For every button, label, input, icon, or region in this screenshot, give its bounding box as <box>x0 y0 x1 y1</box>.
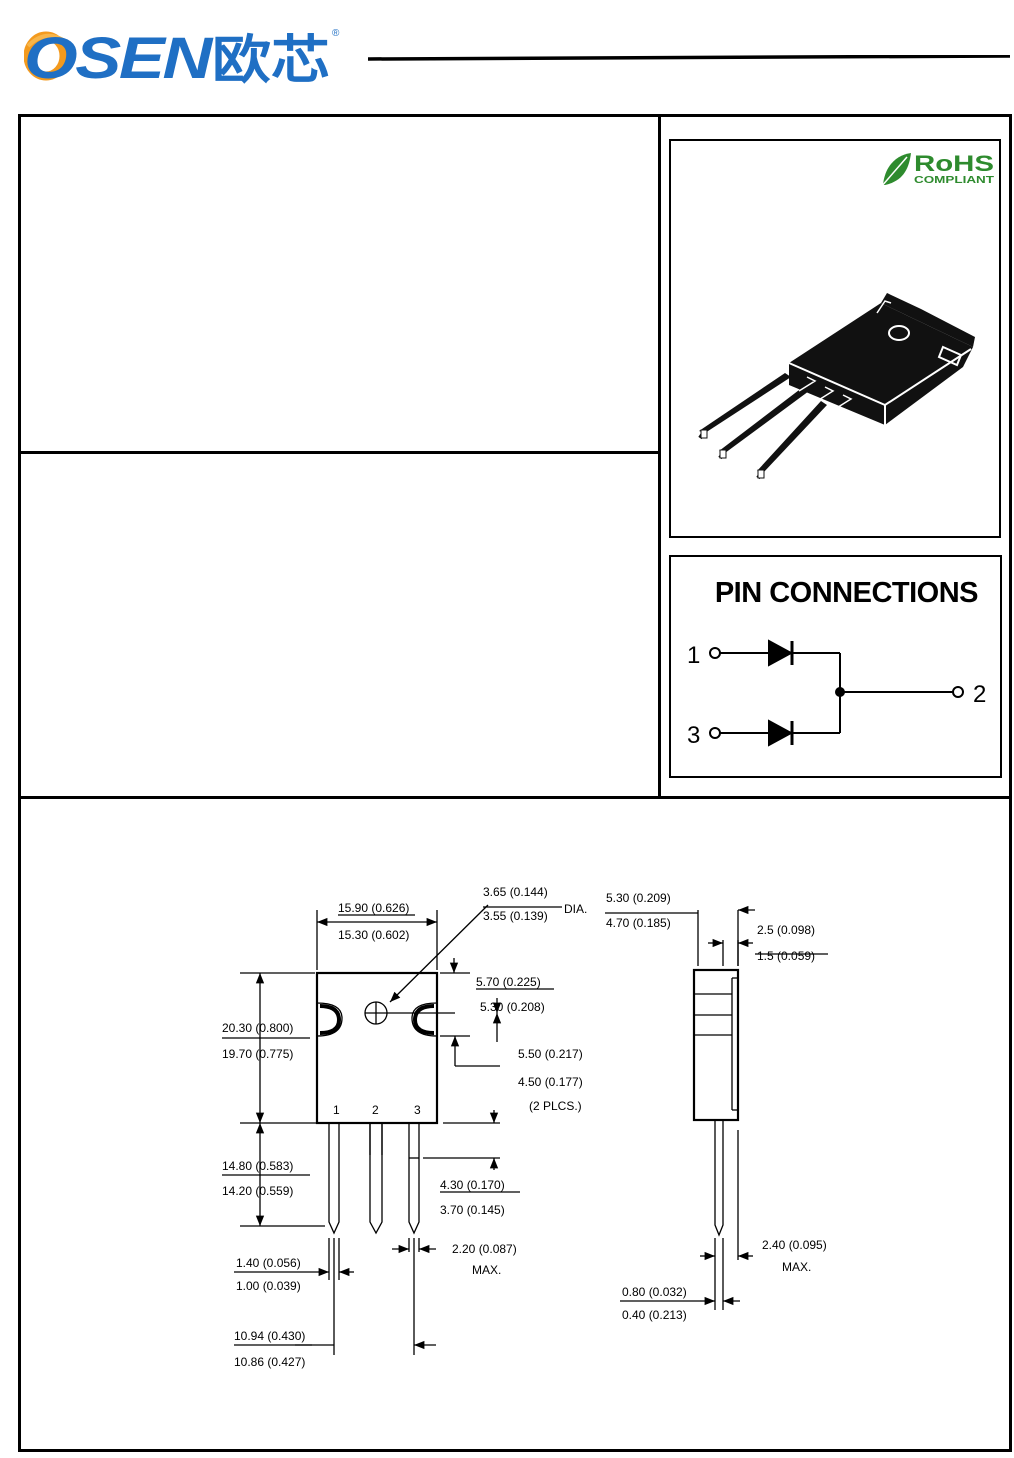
dim-notch-max: 5.50 (0.217) <box>518 1047 583 1061</box>
dim-hole-dia-min: 3.55 (0.139) <box>483 909 548 923</box>
dim-lead-offset-note: MAX. <box>782 1260 811 1274</box>
dim-lead-thick-min: 0.40 (0.213) <box>622 1308 687 1322</box>
dim-notch-min: 4.50 (0.177) <box>518 1075 583 1089</box>
features-panel <box>21 117 658 451</box>
pin-2-label: 2 <box>973 681 986 708</box>
logo-cjk-text: 欧芯 <box>212 31 330 86</box>
rohs-subtitle: COMPLIANT <box>914 175 994 186</box>
logo-registered-mark: ® <box>332 28 340 39</box>
dim-thickness-min: 4.70 (0.185) <box>606 916 671 930</box>
section-divider-lower <box>18 796 1012 799</box>
page-frame <box>18 114 1012 1452</box>
dim-lead-thick-max: 0.80 (0.032) <box>622 1285 687 1299</box>
diode-1-icon <box>768 639 794 667</box>
dim-lead-length-max: 14.80 (0.583) <box>222 1159 293 1173</box>
column-divider <box>658 114 661 798</box>
dim-hole-dia-suffix: DIA. <box>564 902 587 916</box>
dim-hole-offset-min: 5.30 (0.208) <box>480 1000 545 1014</box>
description-panel <box>21 454 658 796</box>
dim-shoulder-max: 4.30 (0.170) <box>440 1178 505 1192</box>
package-outline-drawing: 15.90 (0.626) 15.30 (0.602) 3.65 (0.144)… <box>200 870 860 1380</box>
pin-label-3: 3 <box>414 1103 421 1117</box>
dim-body-height-min: 19.70 (0.775) <box>222 1047 293 1061</box>
dim-lead-width-min: 1.00 (0.039) <box>236 1279 301 1293</box>
dim-width-min: 15.30 (0.602) <box>338 928 409 942</box>
package-image-box: RoHS COMPLIANT <box>669 139 1001 538</box>
dim-width-max: 15.90 (0.626) <box>338 901 409 915</box>
dim-tab-min: 1.5 (0.059) <box>757 949 815 963</box>
dim-tab-max: 2.5 (0.098) <box>757 923 815 937</box>
dim-thickness-max: 5.30 (0.209) <box>606 891 671 905</box>
dim-lead-pitch-min: 10.86 (0.427) <box>234 1355 305 1369</box>
pin-1-label: 1 <box>687 642 700 669</box>
dim-hole-dia-max: 3.65 (0.144) <box>483 885 548 899</box>
dim-lead-shoulder-width: 2.20 (0.087) <box>452 1242 517 1256</box>
logo-swoosh-icon <box>23 31 69 81</box>
dual-diode-schematic <box>709 639 964 747</box>
dim-notch-note: (2 PLCS.) <box>529 1099 582 1113</box>
pin-label-1: 1 <box>333 1103 340 1117</box>
dim-lead-shoulder-note: MAX. <box>472 1263 501 1277</box>
dim-lead-length-min: 14.20 (0.559) <box>222 1184 293 1198</box>
diode-3-icon <box>768 719 794 747</box>
dim-hole-offset-max: 5.70 (0.225) <box>476 975 541 989</box>
pin-3-label: 3 <box>687 722 700 749</box>
pin-label-2: 2 <box>372 1103 379 1117</box>
brand-logo: OSEN 欧芯 ® <box>23 22 354 91</box>
section-divider-upper <box>18 451 660 454</box>
dim-lead-pitch-max: 10.94 (0.430) <box>234 1329 305 1343</box>
dim-body-height-max: 20.30 (0.800) <box>222 1021 293 1035</box>
logo-latin-text: OSEN <box>24 26 214 86</box>
dim-lead-width-max: 1.40 (0.056) <box>236 1256 301 1270</box>
dim-shoulder-min: 3.70 (0.145) <box>440 1203 505 1217</box>
rohs-badge: RoHS COMPLIANT <box>880 151 994 188</box>
pin-connections-title: PIN CONNECTIONS <box>714 577 979 609</box>
dim-lead-offset: 2.40 (0.095) <box>762 1238 827 1252</box>
to247-package-illustration <box>698 293 975 480</box>
pin-connections-box: PIN CONNECTIONS 1 3 2 <box>669 555 1002 778</box>
rohs-title: RoHS <box>914 151 994 176</box>
header-rule <box>367 48 1011 61</box>
